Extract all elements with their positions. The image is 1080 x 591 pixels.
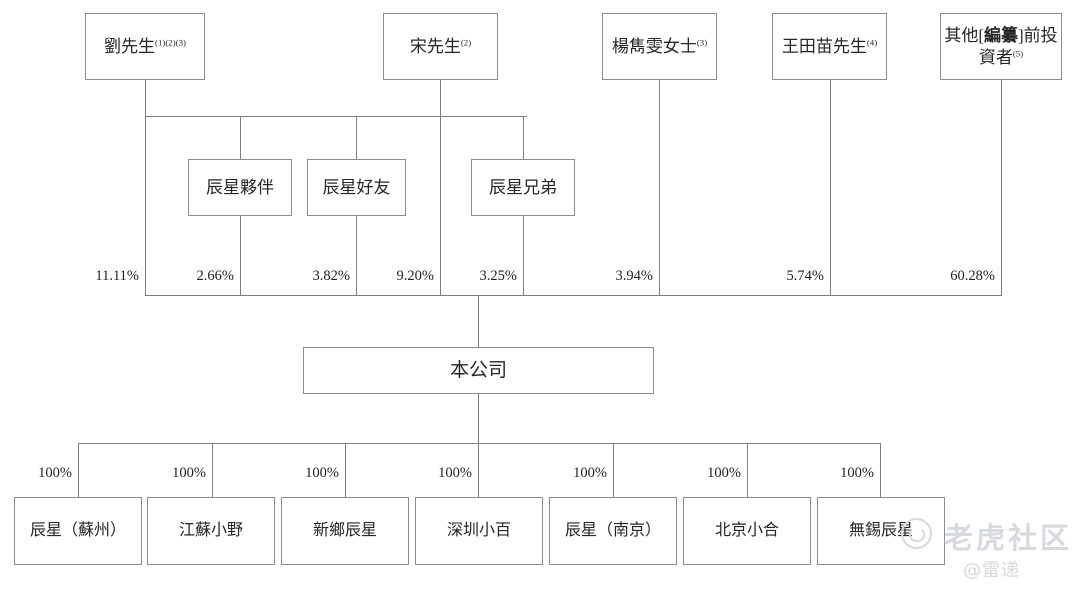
subsidiary-distribution-bar xyxy=(78,443,881,445)
watermark-handle: @雷递 xyxy=(963,560,1020,581)
shareholder-label-other-investors: 其他[編纂]前投資者(5) xyxy=(944,26,1058,67)
subsidiary-label-wuxi: 無錫辰星 xyxy=(848,522,913,539)
shareholder-label-yang: 楊雋雯女士(3) xyxy=(611,36,708,56)
shareholder-box-yang[interactable]: 楊雋雯女士(3) xyxy=(602,13,717,80)
platform-box-brother[interactable]: 辰星兄弟 xyxy=(471,159,575,216)
pct-label-suzhou: 100% xyxy=(38,465,72,481)
subsidiary-label-jiangsu: 江蘇小野 xyxy=(178,522,243,539)
shareholder-label-liu: 劉先生(1)(2)(3) xyxy=(104,36,186,56)
connector-bar-to-suzhou xyxy=(78,443,80,497)
connector-wang-stem xyxy=(830,80,832,295)
connector-liu-stem xyxy=(145,80,147,295)
connector-yang-stem xyxy=(659,80,661,295)
pct-label-brother: 3.25% xyxy=(479,268,517,284)
connector-other-investors-stem xyxy=(1001,80,1003,295)
connector-bar-to-brother xyxy=(523,116,525,159)
pct-label-xinxiang: 100% xyxy=(305,465,339,481)
pct-label-other-investors: 60.28% xyxy=(950,268,995,284)
subsidiary-box-shenzhen[interactable]: 深圳小百 xyxy=(415,497,543,565)
shareholder-box-song[interactable]: 宋先生(2) xyxy=(383,13,498,80)
shareholder-box-wang[interactable]: 王田苗先生(4) xyxy=(772,13,887,80)
platform-label-brother: 辰星兄弟 xyxy=(489,177,557,197)
pct-label-jiangsu: 100% xyxy=(172,465,206,481)
connector-song-stem xyxy=(440,80,442,295)
connector-bar-to-xinxiang xyxy=(345,443,347,497)
subsidiary-box-nanjing[interactable]: 辰星（南京） xyxy=(549,497,677,565)
company-label: 本公司 xyxy=(449,359,507,381)
platform-label-partner: 辰星夥伴 xyxy=(206,177,274,197)
subsidiary-box-jiangsu[interactable]: 江蘇小野 xyxy=(147,497,275,565)
subsidiary-label-nanjing: 辰星（南京） xyxy=(564,522,661,539)
subsidiary-label-suzhou: 辰星（蘇州） xyxy=(29,522,126,539)
connector-bar-to-partner xyxy=(240,116,242,159)
pct-label-nanjing: 100% xyxy=(573,465,607,481)
pct-label-friend: 3.82% xyxy=(312,268,350,284)
shareholder-label-wang: 王田苗先生(4) xyxy=(781,36,878,56)
subsidiary-label-shenzhen: 深圳小百 xyxy=(446,522,511,539)
pct-label-liu: 11.11% xyxy=(95,268,139,284)
pct-label-song: 9.20% xyxy=(396,268,434,284)
connector-bar-to-friend xyxy=(356,116,358,159)
company-box[interactable]: 本公司 xyxy=(303,347,654,394)
connector-company-stem xyxy=(478,394,480,443)
connector-friend-stem xyxy=(356,216,358,295)
subsidiary-label-xinxiang: 新鄉辰星 xyxy=(312,522,377,539)
connector-partner-stem xyxy=(240,216,242,295)
connector-bus-to-company xyxy=(478,295,480,347)
platform-box-friend[interactable]: 辰星好友 xyxy=(307,159,406,216)
pct-label-wang: 5.74% xyxy=(786,268,824,284)
connector-bar-to-shenzhen xyxy=(478,443,480,497)
subsidiary-box-beijing[interactable]: 北京小合 xyxy=(683,497,811,565)
subsidiary-label-beijing: 北京小合 xyxy=(714,522,779,539)
pct-label-beijing: 100% xyxy=(707,465,741,481)
shareholder-label-song: 宋先生(2) xyxy=(409,36,472,56)
pct-label-wuxi: 100% xyxy=(840,465,874,481)
pct-label-partner: 2.66% xyxy=(196,268,234,284)
connector-bar-to-jiangsu xyxy=(212,443,214,497)
subsidiary-box-suzhou[interactable]: 辰星（蘇州） xyxy=(14,497,142,565)
connector-bar-to-wuxi xyxy=(880,443,882,497)
shareholder-box-liu[interactable]: 劉先生(1)(2)(3) xyxy=(85,13,205,80)
connector-brother-stem xyxy=(523,216,525,295)
subsidiary-box-xinxiang[interactable]: 新鄉辰星 xyxy=(281,497,409,565)
connector-bar-to-nanjing xyxy=(613,443,615,497)
pct-label-yang: 3.94% xyxy=(615,268,653,284)
connector-platform-distribution-bar xyxy=(145,116,527,118)
shareholding-bus-bar xyxy=(145,295,1002,297)
pct-label-shenzhen: 100% xyxy=(438,465,472,481)
platform-box-partner[interactable]: 辰星夥伴 xyxy=(188,159,292,216)
connector-bar-to-beijing xyxy=(747,443,749,497)
subsidiary-box-wuxi[interactable]: 無錫辰星 xyxy=(817,497,945,565)
shareholder-box-other-investors[interactable]: 其他[編纂]前投資者(5) xyxy=(940,13,1062,80)
platform-label-friend: 辰星好友 xyxy=(322,177,391,197)
watermark-community: 老虎社区 xyxy=(944,521,1073,555)
